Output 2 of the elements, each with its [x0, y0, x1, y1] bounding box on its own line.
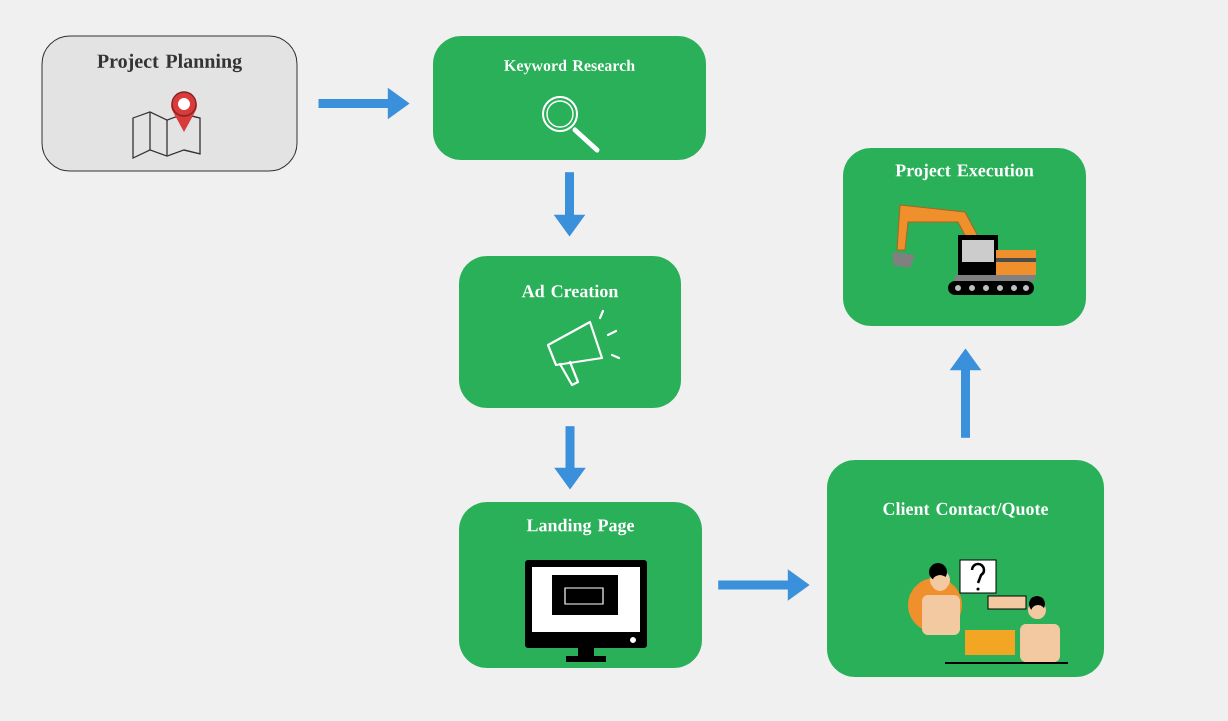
process-box: Keyword Research [433, 36, 706, 160]
process-box: Ad Creation [459, 256, 681, 408]
